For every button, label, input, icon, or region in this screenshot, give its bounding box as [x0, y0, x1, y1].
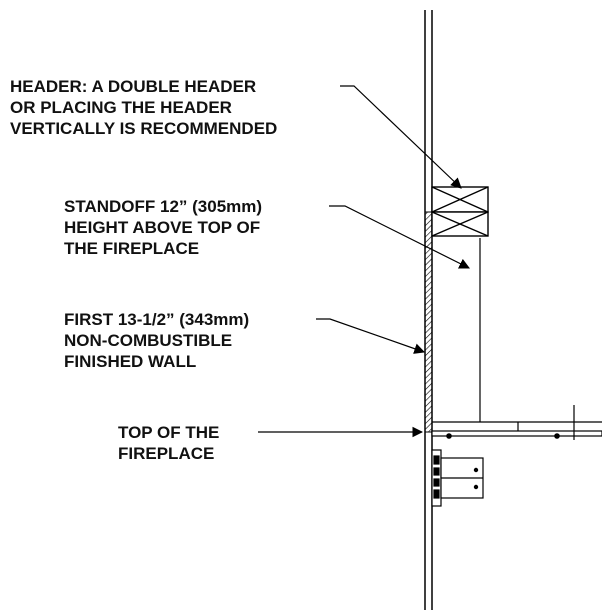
leader-header [340, 85, 462, 189]
label-standoff: STANDOFF 12” (305mm) HEIGHT ABOVE TOP OF… [64, 197, 267, 258]
label-top-of-fireplace-line: FIREPLACE [118, 444, 214, 463]
fireplace-top-plate [431, 430, 602, 437]
label-header: HEADER: A DOUBLE HEADER OR PLACING THE H… [10, 77, 277, 138]
leader-standoff [329, 205, 470, 269]
nailing-bracket [431, 449, 484, 507]
leader-lines [258, 85, 470, 438]
label-header-line: HEADER: A DOUBLE HEADER [10, 77, 256, 96]
label-top-of-fireplace-line: TOP OF THE [118, 423, 219, 442]
leader-finished-wall [316, 318, 426, 354]
non-combustible-finished-wall [424, 211, 433, 433]
label-standoff-line: THE FIREPLACE [64, 239, 199, 258]
fireplace-top [431, 405, 602, 440]
label-standoff-line: STANDOFF 12” (305mm) [64, 197, 262, 216]
label-top-of-fireplace: TOP OF THE FIREPLACE [118, 423, 224, 463]
label-standoff-line: HEIGHT ABOVE TOP OF [64, 218, 260, 237]
label-finished-wall: FIRST 13-1/2” (343mm) NON-COMBUSTIBLE FI… [64, 310, 254, 371]
label-header-line: OR PLACING THE HEADER [10, 98, 232, 117]
label-header-line: VERTICALLY IS RECOMMENDED [10, 119, 277, 138]
screw-right [554, 433, 560, 439]
label-finished-wall-line: NON-COMBUSTIBLE [64, 331, 232, 350]
label-finished-wall-line: FINISHED WALL [64, 352, 196, 371]
label-finished-wall-line: FIRST 13-1/2” (343mm) [64, 310, 249, 329]
screw-left [446, 433, 452, 439]
double-header [431, 186, 489, 237]
standoff-space [432, 238, 518, 423]
